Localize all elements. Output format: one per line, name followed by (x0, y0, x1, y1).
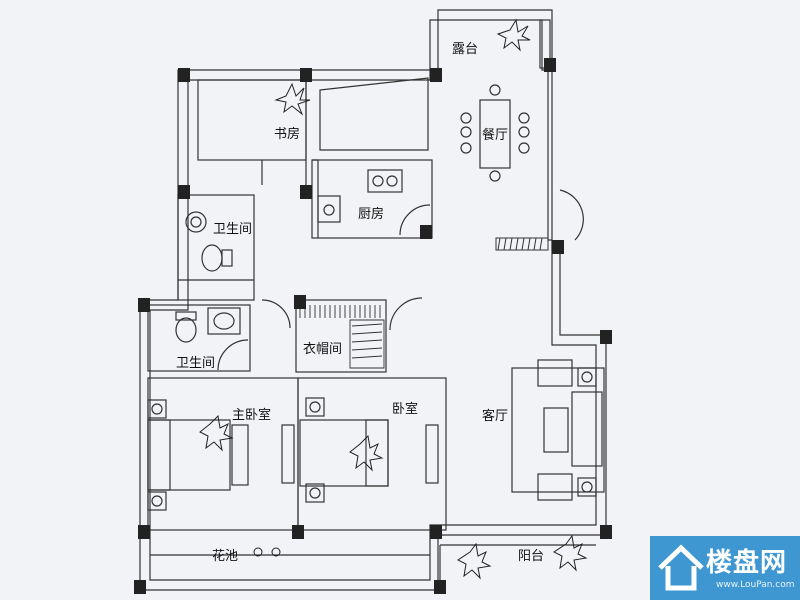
room-label-dining: 餐厅 (482, 128, 509, 143)
plant-icon (457, 542, 492, 580)
bath-bottom-wall (147, 304, 251, 372)
room-label-master-bedroom: 主卧室 (232, 408, 272, 423)
room-label-study: 书房 (274, 127, 301, 142)
plant-icon (274, 82, 311, 116)
dining-table (479, 99, 511, 169)
plant-icon (349, 434, 384, 472)
closet-wall (295, 299, 387, 373)
inner-wall (149, 19, 597, 581)
room-label-bath-top: 卫生间 (213, 222, 253, 237)
room-label-balcony: 阳台 (518, 549, 545, 564)
plant-icon (553, 534, 588, 572)
room-label-flower-bed: 花池 (212, 549, 239, 564)
watermark: 楼盘网 www.LouPan.com (650, 536, 800, 600)
study-wall (197, 79, 307, 161)
house-icon (658, 544, 704, 591)
watermark-brand: 楼盘网 (706, 548, 788, 578)
plant-icon (496, 18, 531, 52)
room-label-terrace: 露台 (452, 42, 479, 57)
living-sofa (511, 367, 605, 493)
room-label-kitchen: 厨房 (358, 207, 385, 222)
bedroom-wall (297, 377, 447, 531)
room-label-closet: 衣帽间 (303, 342, 343, 357)
room-label-bedroom: 卧室 (392, 402, 419, 417)
room-label-bath-bottom: 卫生间 (176, 356, 216, 371)
watermark-url: www.LouPan.com (716, 580, 795, 590)
plant-icon (199, 414, 234, 452)
bath-top-wall (177, 194, 255, 301)
kitchen-wall (311, 159, 433, 239)
room-label-living: 客厅 (482, 409, 509, 424)
